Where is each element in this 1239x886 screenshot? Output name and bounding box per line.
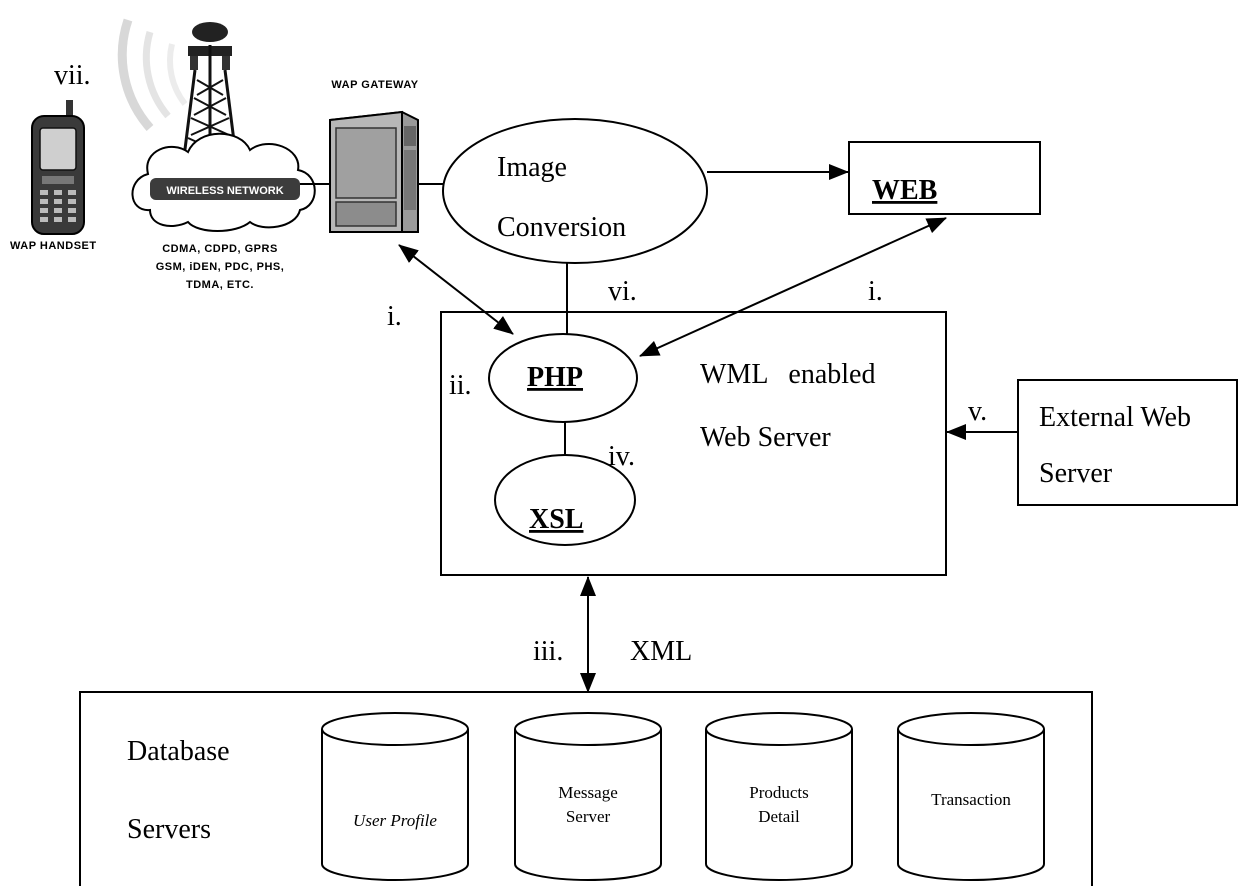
db-products-detail-line-2: Detail <box>758 807 800 826</box>
wap-handset-label: WAP HANDSET <box>10 240 97 252</box>
step-i-right-label: i. <box>868 276 883 307</box>
external-web-server-line-2: Server <box>1039 458 1113 489</box>
external-web-server-node <box>1017 379 1238 506</box>
web-node <box>848 141 1041 215</box>
network-types-line-1: CDMA, CDPD, GPRS <box>162 243 278 255</box>
db-message-server-line-2: Server <box>566 807 611 826</box>
step-iii-label: iii. <box>533 636 563 667</box>
wap-handset-icon <box>31 100 85 235</box>
wireless-network-label: WIRELESS NETWORK <box>166 185 283 197</box>
xsl-label: XSL <box>529 504 583 535</box>
step-iv-label: iv. <box>608 441 635 472</box>
db-transaction-label: Transaction <box>931 790 1011 809</box>
gateway-php-arrow <box>398 244 514 335</box>
database-cylinder <box>321 712 469 881</box>
wap-gateway-label: WAP GATEWAY <box>331 79 418 91</box>
image-conversion-line-2: Conversion <box>497 212 626 243</box>
xml-label: XML <box>630 636 692 667</box>
external-web-server-line-1: External Web <box>1039 402 1191 433</box>
step-i-left-label: i. <box>387 301 402 332</box>
image-conversion-line-1: Image <box>497 152 567 183</box>
database-cylinder <box>705 712 853 881</box>
step-vi-label: vi. <box>608 276 637 307</box>
web-label: WEB <box>872 175 937 206</box>
database-servers-line-2: Servers <box>127 814 211 845</box>
wap-gateway-server-icon <box>329 110 419 233</box>
step-ii-label: ii. <box>449 370 472 401</box>
network-types-line-3: TDMA, ETC. <box>186 279 254 291</box>
step-v-label: v. <box>968 396 987 427</box>
web-server-line-1: WML enabled <box>700 359 875 390</box>
database-cylinder <box>514 712 662 881</box>
database-cylinder <box>897 712 1045 881</box>
php-label: PHP <box>527 362 583 393</box>
db-products-detail-line-1: Products <box>749 783 809 802</box>
network-types-line-2: GSM, iDEN, PDC, PHS, <box>156 261 285 273</box>
web-php-arrow <box>639 217 947 357</box>
web-server-line-2: Web Server <box>700 422 831 453</box>
php-node <box>488 333 638 423</box>
db-message-server-line-1: Message <box>558 783 617 802</box>
step-vii-label: vii. <box>54 60 91 91</box>
xsl-node <box>494 454 636 546</box>
db-user-profile-label: User Profile <box>353 811 437 830</box>
antenna-tower-icon <box>181 22 239 166</box>
signal-waves-icon <box>117 18 188 131</box>
database-servers-line-1: Database <box>127 736 230 767</box>
